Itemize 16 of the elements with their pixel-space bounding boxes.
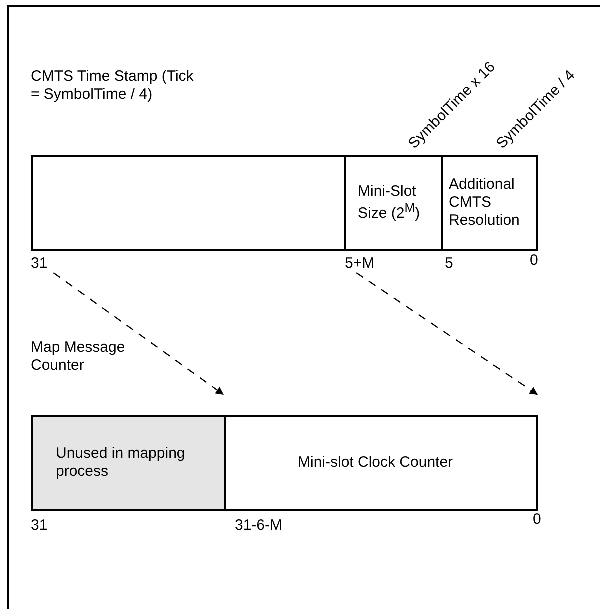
- bit-number: 31: [31, 255, 48, 273]
- register-title: CMTS Time Stamp (Tick = SymbolTime / 4): [31, 68, 195, 104]
- dashed-arrow: [53, 272, 224, 396]
- register-title: Map Message Counter: [31, 339, 126, 375]
- register-field: Additional CMTS Resolution: [441, 155, 538, 251]
- bit-number: 31: [31, 517, 48, 535]
- bit-number: 5+M: [345, 255, 375, 273]
- bit-number: 5: [445, 255, 454, 273]
- bit-number: 0: [530, 252, 538, 270]
- empty-field: [31, 155, 346, 251]
- dashed-arrow: [356, 272, 538, 396]
- bit-number: 0: [533, 511, 542, 529]
- register-field: Mini-Slot Size (2$^{M}$): [344, 155, 443, 251]
- bit-number: 31-6-M: [235, 517, 283, 535]
- register-field: Mini-slot Clock Counter: [224, 415, 538, 511]
- register-field: Unused in mapping process: [31, 415, 226, 511]
